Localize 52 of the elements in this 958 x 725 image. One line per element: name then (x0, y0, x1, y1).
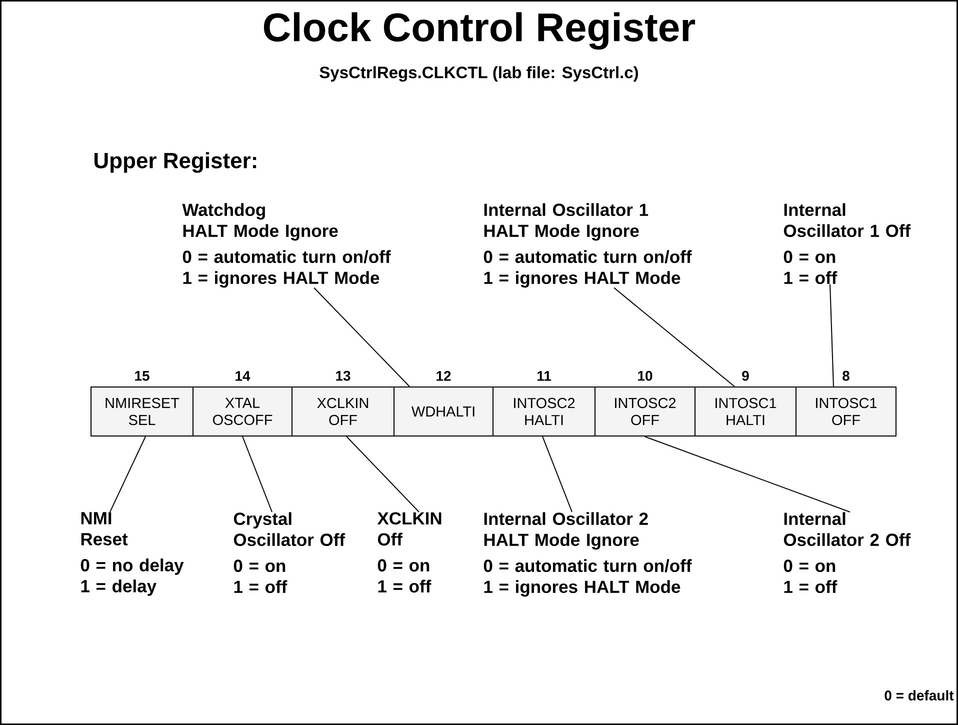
value-text: 1 = off (784, 580, 838, 594)
register-cell: INTOSC1 OFF (796, 386, 896, 436)
bit-number: 8 (842, 370, 850, 381)
value-text: 0 = on (784, 560, 836, 572)
value-text: 1 = off (784, 271, 838, 284)
value-text: 0 = on (784, 250, 836, 264)
bit-number: 10 (638, 370, 652, 381)
description-heading: XCLKIN Off (377, 512, 442, 546)
value-text: 1 = off (378, 580, 432, 593)
section-heading: Upper Register: (94, 152, 256, 173)
description-heading: Internal Oscillator 2 HALT Mode Ignore (484, 512, 648, 550)
register-cell: WDHALTI (394, 386, 494, 436)
register-cell: INTOSC2 OFF (594, 386, 696, 436)
subtitle: SysCtrlRegs.CLKCTL (lab file: SysCtrl.c) (320, 66, 638, 82)
register-cell: XCLKIN OFF (292, 386, 394, 436)
bit-number: 9 (742, 370, 749, 381)
description-heading: Watchdog HALT Mode Ignore (182, 203, 338, 241)
register-cell: XTAL OSCOFF (192, 386, 292, 436)
bit-number: 15 (135, 371, 150, 381)
description-heading: Internal Oscillator 1 HALT Mode Ignore (484, 203, 648, 241)
title: Clock Control Register (264, 12, 696, 50)
leader-line (542, 436, 572, 512)
value-text: 1 = ignores HALT Mode (484, 580, 680, 597)
value-text: 0 = on (378, 559, 430, 572)
value-text: 0 = on (234, 560, 286, 572)
leader-line (346, 436, 420, 512)
description-heading: Internal Oscillator 1 Off (784, 203, 911, 238)
value-text: 1 = delay (81, 580, 156, 596)
value-text: 0 = no delay (80, 558, 184, 575)
value-text: 1 = ignores HALT Mode (484, 271, 680, 288)
register-cell: NMIRESET SEL (90, 386, 194, 436)
value-text: 0 = automatic turn on/off (484, 559, 692, 572)
bit-number: 13 (336, 370, 350, 381)
value-text: 1 = ignores HALT Mode (183, 271, 380, 288)
leader-line (830, 284, 834, 387)
register-cell: INTOSC1 HALTI (694, 386, 796, 436)
value-text: 0 = automatic turn on/off (484, 250, 692, 264)
leader-line (644, 436, 850, 512)
value-text: 0 = automatic turn on/off (182, 250, 391, 264)
description-heading: NMI Reset (81, 512, 128, 546)
description-heading: Crystal Oscillator Off (234, 512, 346, 546)
bit-number: 14 (236, 371, 250, 381)
value-text: 1 = off (234, 580, 288, 594)
description-heading: Internal Oscillator 2 Off (784, 512, 911, 546)
leader-line (110, 436, 146, 512)
leader-line (314, 287, 410, 387)
bit-number: 12 (436, 371, 451, 381)
leader-line (614, 287, 735, 387)
leader-line (242, 436, 272, 512)
note-text: 0 = default (884, 690, 954, 700)
register-cell: INTOSC2 HALTI (492, 386, 596, 436)
bit-number: 11 (537, 371, 552, 381)
